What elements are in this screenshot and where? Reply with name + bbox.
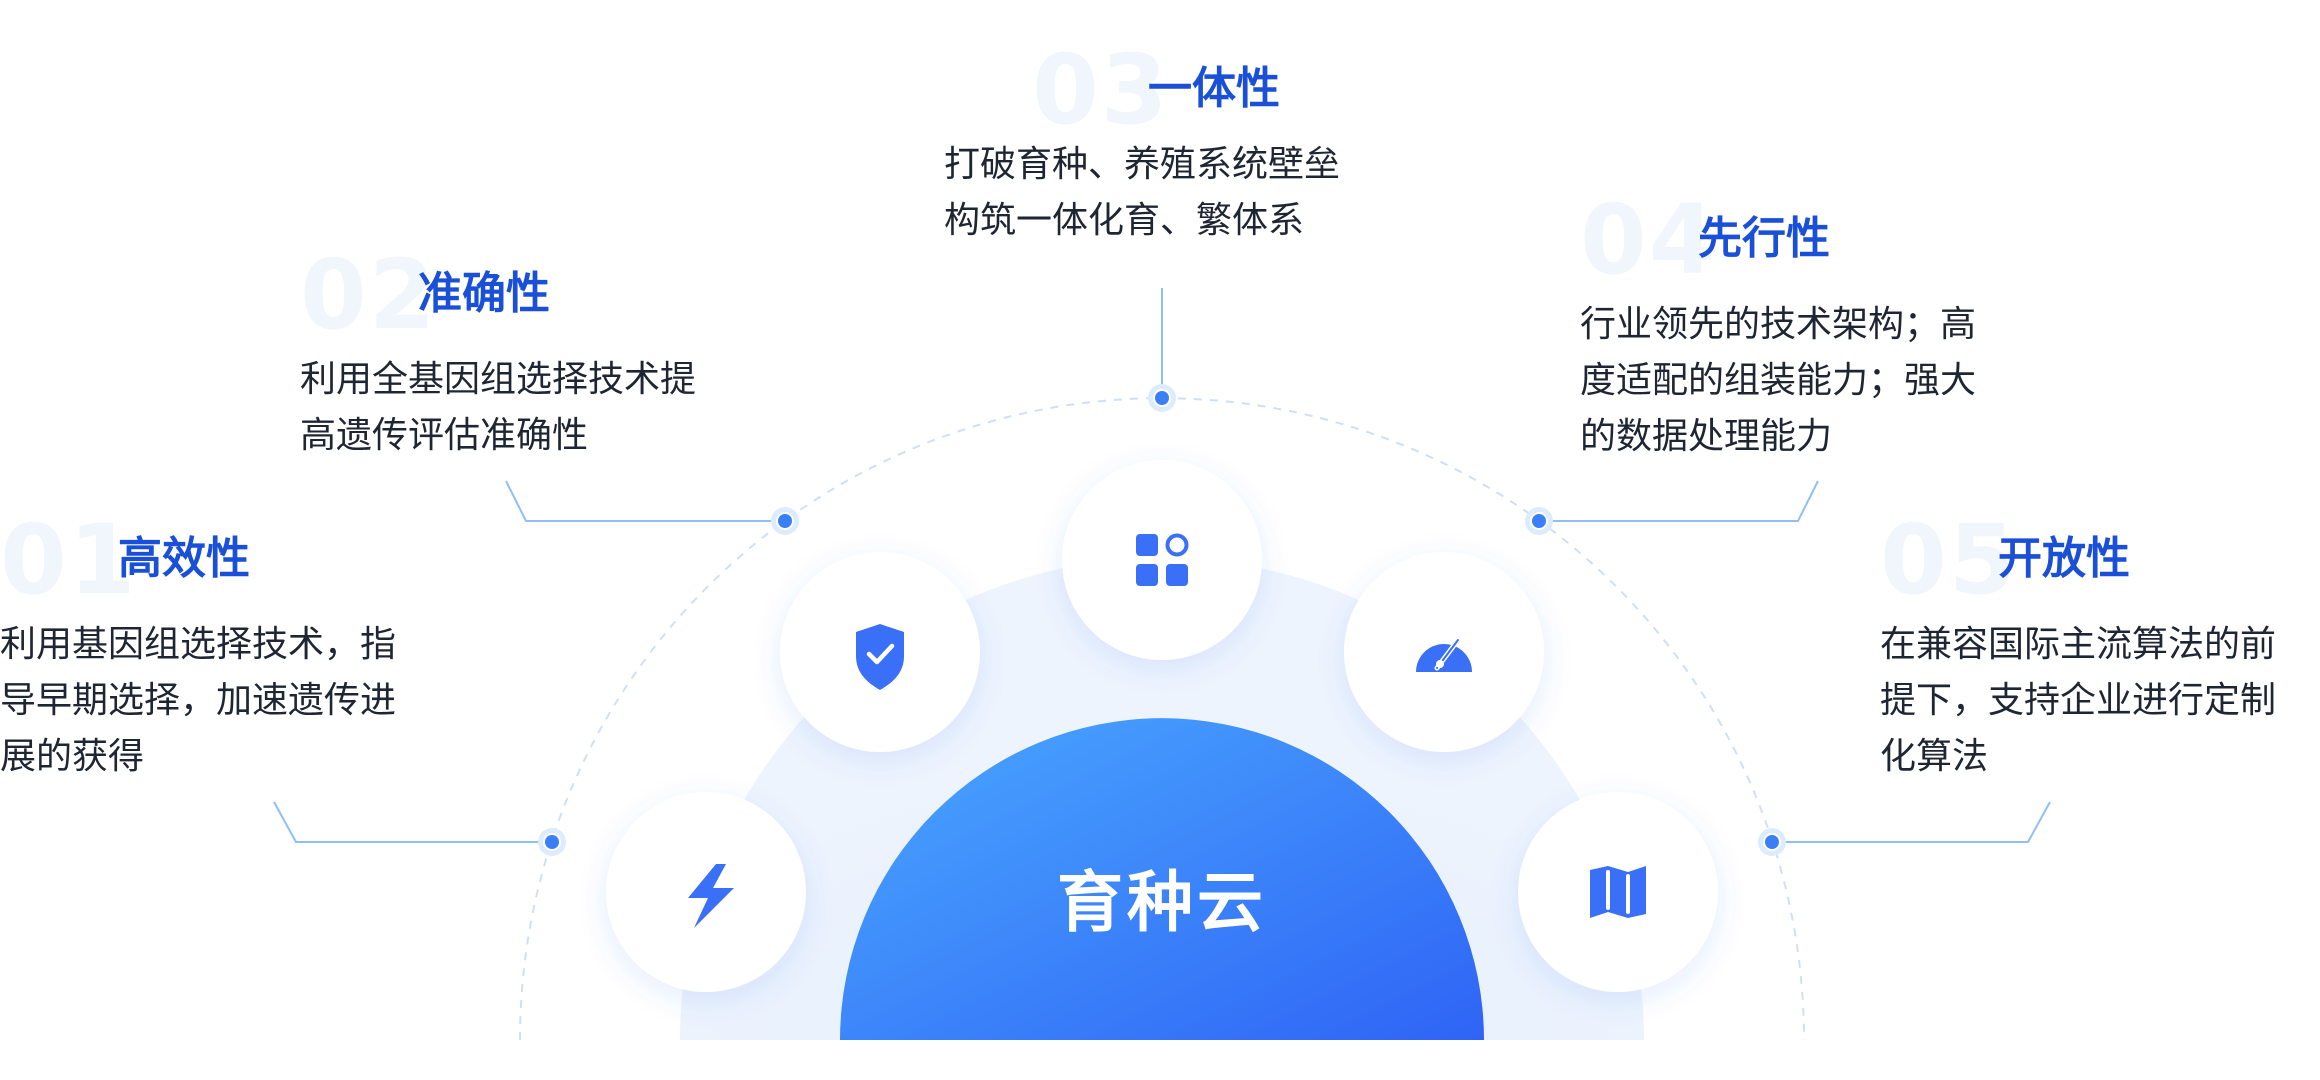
feature-head: 04 先行性 (1580, 185, 1976, 295)
connector-dot-04 (1525, 507, 1553, 535)
icon-node-05 (1518, 792, 1718, 992)
feature-line: 利用基因组选择技术，指 (0, 624, 397, 665)
feature-head: 02 准确性 (300, 240, 696, 350)
feature-head: 05 开放性 (1880, 505, 2276, 615)
center-hub (840, 718, 1484, 1040)
feature-head: 01 高效性 (0, 505, 396, 615)
feature-title: 先行性 (1698, 213, 1830, 264)
feature-title: 开放性 (1998, 533, 2130, 584)
center-label: 育种云 (1057, 864, 1267, 941)
feature-description: 利用全基因组选择技术提 高遗传评估准确性 (300, 352, 696, 464)
feature-line: 化算法 (1880, 736, 1989, 777)
connectors (273, 288, 2051, 843)
connector-01 (273, 801, 552, 843)
feature-title: 高效性 (118, 533, 250, 584)
feature-line: 提下，支持企业进行定制 (1880, 680, 2277, 721)
feature-number: 05 (1880, 504, 2018, 616)
feature-line: 高遗传评估准确性 (300, 415, 589, 456)
feature-number: 04 (1580, 184, 1718, 296)
icon-node-02 (780, 552, 980, 752)
feature-line: 度适配的组装能力；强大 (1580, 360, 1977, 401)
feature-description: 利用基因组选择技术，指 导早期选择，加速遗传进 展的获得 (0, 617, 396, 785)
feature-05: 05 开放性 在兼容国际主流算法的前 提下，支持企业进行定制 化算法 (1880, 505, 2276, 785)
map-icon (1590, 866, 1646, 918)
connector-dot-03 (1148, 384, 1176, 412)
feature-number: 02 (300, 239, 438, 351)
feature-head: 03 一体性 (944, 35, 1340, 145)
connector-dot-01 (538, 828, 566, 856)
connector-02 (505, 480, 785, 522)
feature-02: 02 准确性 利用全基因组选择技术提 高遗传评估准确性 (300, 240, 696, 464)
speedometer-icon (1416, 637, 1472, 672)
lightning-icon (688, 864, 734, 928)
connector-dot-05 (1758, 828, 1786, 856)
feature-line: 展的获得 (0, 736, 145, 777)
feature-number: 01 (0, 504, 138, 616)
feature-line: 打破育种、养殖系统壁垒 (944, 144, 1341, 185)
feature-line: 利用全基因组选择技术提 (300, 359, 697, 400)
feature-line: 的数据处理能力 (1580, 416, 1833, 457)
icon-node-04 (1344, 552, 1544, 752)
feature-line: 导早期选择，加速遗传进 (0, 680, 397, 721)
feature-line: 构筑一体化育、繁体系 (944, 200, 1305, 241)
icon-nodes (606, 460, 1718, 992)
feature-description: 在兼容国际主流算法的前 提下，支持企业进行定制 化算法 (1880, 617, 2276, 785)
feature-04: 04 先行性 行业领先的技术架构；高 度适配的组装能力；强大 的数据处理能力 (1580, 185, 1976, 465)
feature-number: 03 (1032, 34, 1170, 146)
connector-dots (538, 384, 1786, 856)
connector-05 (1772, 801, 2051, 843)
feature-description: 打破育种、养殖系统壁垒 构筑一体化育、繁体系 (944, 137, 1340, 249)
icon-node-03 (1062, 460, 1262, 660)
feature-03: 03 一体性 打破育种、养殖系统壁垒 构筑一体化育、繁体系 (944, 35, 1340, 249)
apps-grid-icon (1136, 533, 1189, 586)
connector-dot-02 (771, 507, 799, 535)
feature-title: 准确性 (418, 268, 550, 319)
feature-line: 在兼容国际主流算法的前 (1880, 624, 2277, 665)
connector-04 (1539, 480, 1819, 522)
icon-node-01 (606, 792, 806, 992)
feature-description: 行业领先的技术架构；高 度适配的组装能力；强大 的数据处理能力 (1580, 297, 1976, 465)
feature-line: 行业领先的技术架构；高 (1580, 304, 1977, 345)
feature-title: 一体性 (1148, 63, 1280, 114)
shield-check-icon (856, 624, 904, 690)
feature-01: 01 高效性 利用基因组选择技术，指 导早期选择，加速遗传进 展的获得 (0, 505, 396, 785)
